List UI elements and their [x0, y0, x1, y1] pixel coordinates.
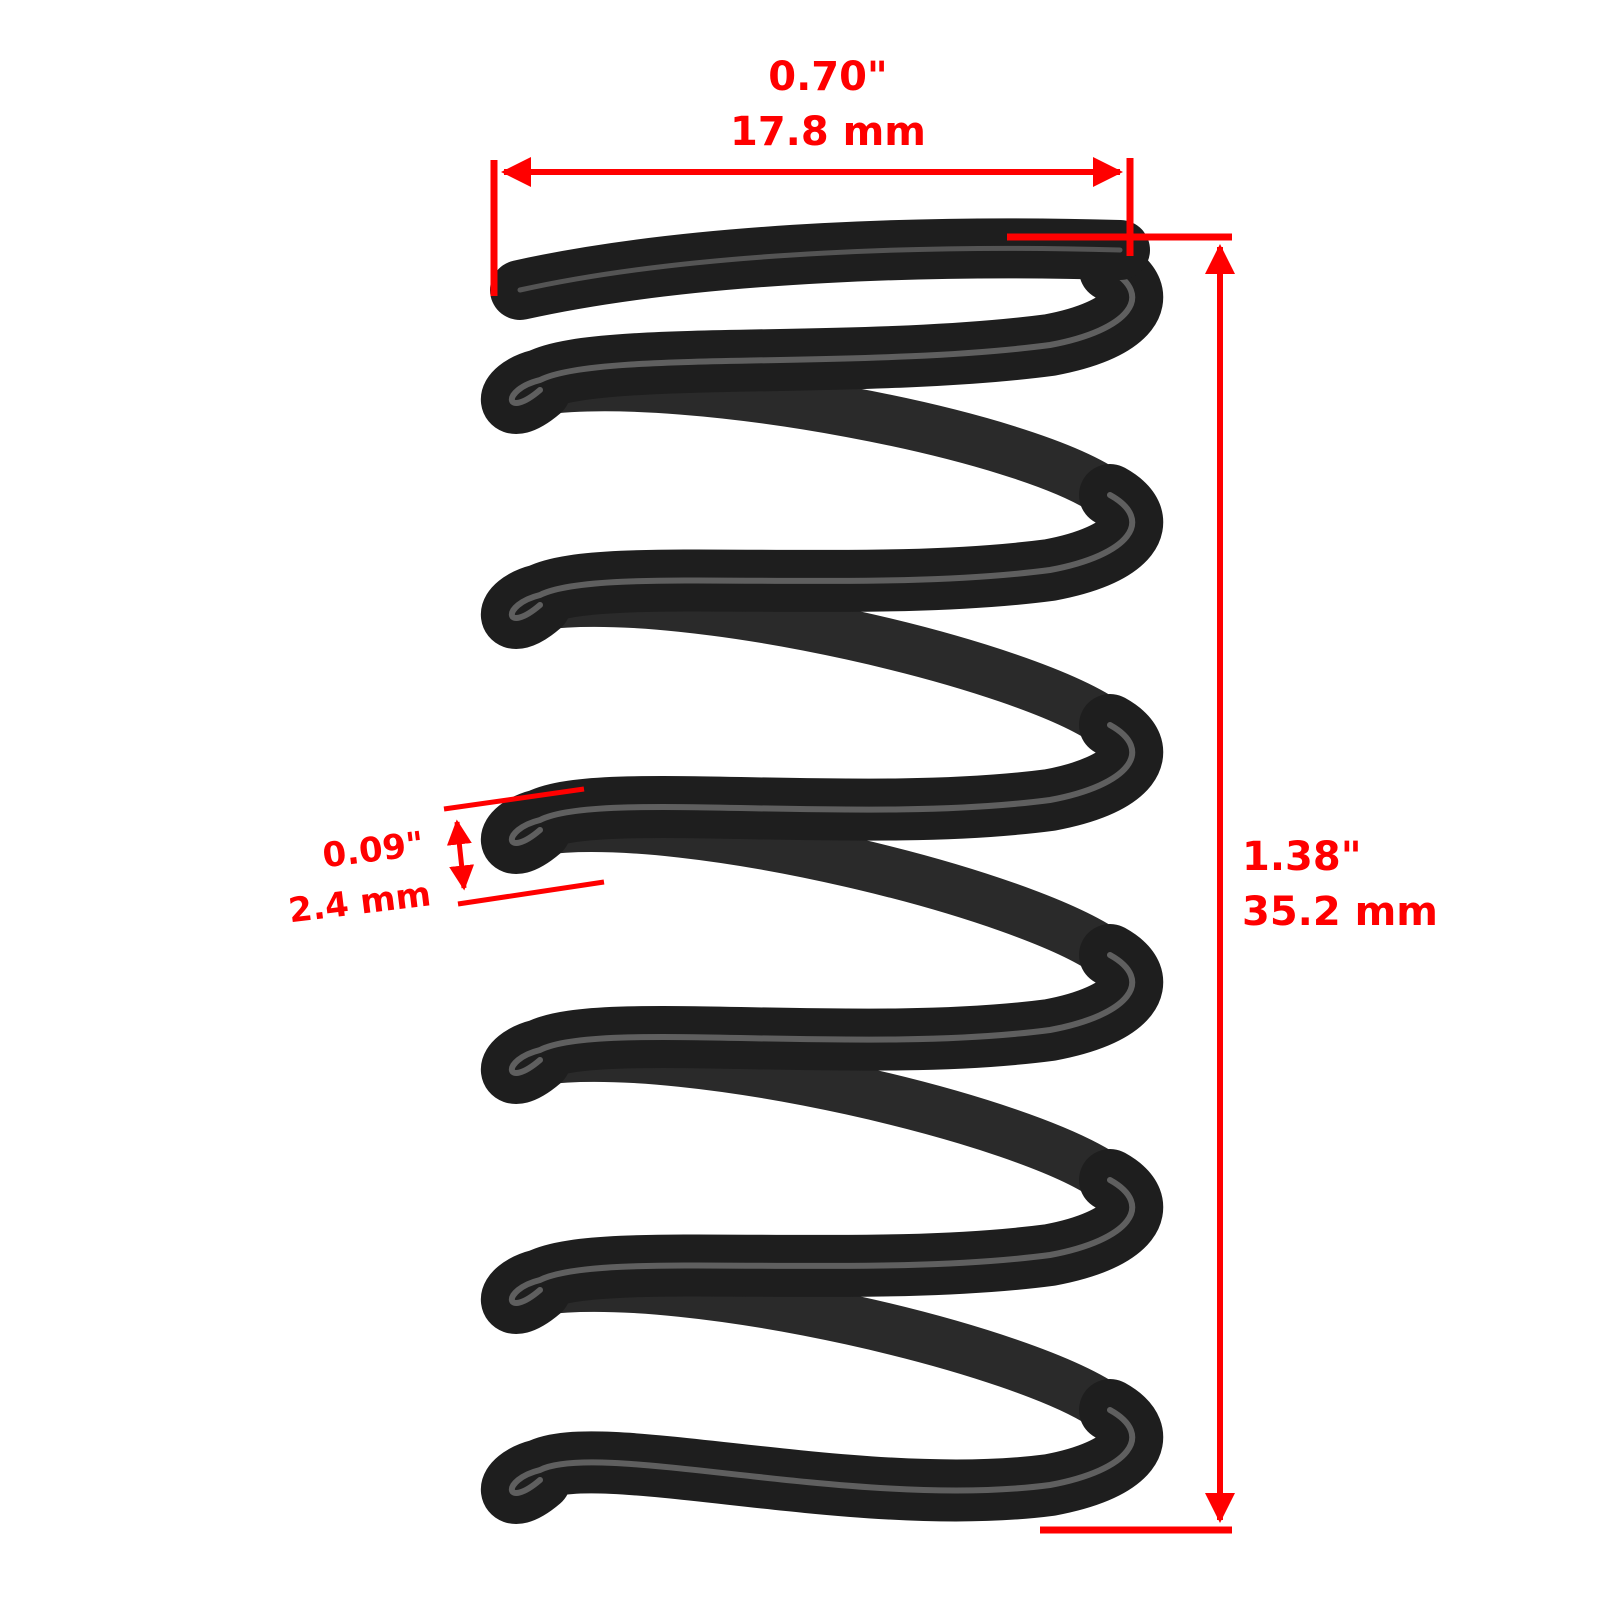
spring-highlight [508, 267, 1136, 406]
extension-line-wire-top [443, 786, 585, 812]
extension-line-wire-bottom [457, 879, 605, 907]
spring-front-strand [481, 694, 1164, 874]
spring-front-strand [481, 924, 1164, 1104]
spring-back-strand [515, 361, 1135, 520]
spring-front-strand [481, 464, 1164, 649]
spring-highlight [517, 245, 1123, 293]
spring-highlight [508, 1177, 1136, 1306]
wire-metric-label: 2.4 mm [286, 874, 433, 931]
width-metric-label: 17.8 mm [730, 109, 926, 155]
length-imperial-label: 1.38" [1242, 834, 1362, 880]
wire-arrow [446, 819, 475, 891]
width-imperial-label: 0.70" [768, 54, 888, 100]
spring-front-strand [481, 1149, 1164, 1334]
spring-highlight [508, 722, 1136, 846]
wire-imperial-label: 0.09" [320, 824, 426, 876]
length-metric-label: 35.2 mm [1242, 889, 1438, 935]
spring-highlight [508, 1407, 1136, 1496]
spring-back-strand [515, 1261, 1135, 1435]
spring-image [481, 218, 1164, 1524]
spring-back-strand [515, 576, 1135, 750]
spring-back-strand [515, 1031, 1135, 1205]
spring-highlight [508, 952, 1136, 1076]
outer-diameter-dimension: 0.70" 17.8 mm [490, 54, 1134, 296]
spring-back-strand [515, 802, 1135, 980]
spring-highlight [508, 492, 1136, 621]
wire-diameter-dimension: 0.09" 2.4 mm [286, 786, 605, 931]
free-length-dimension: 1.38" 35.2 mm [1007, 233, 1438, 1534]
